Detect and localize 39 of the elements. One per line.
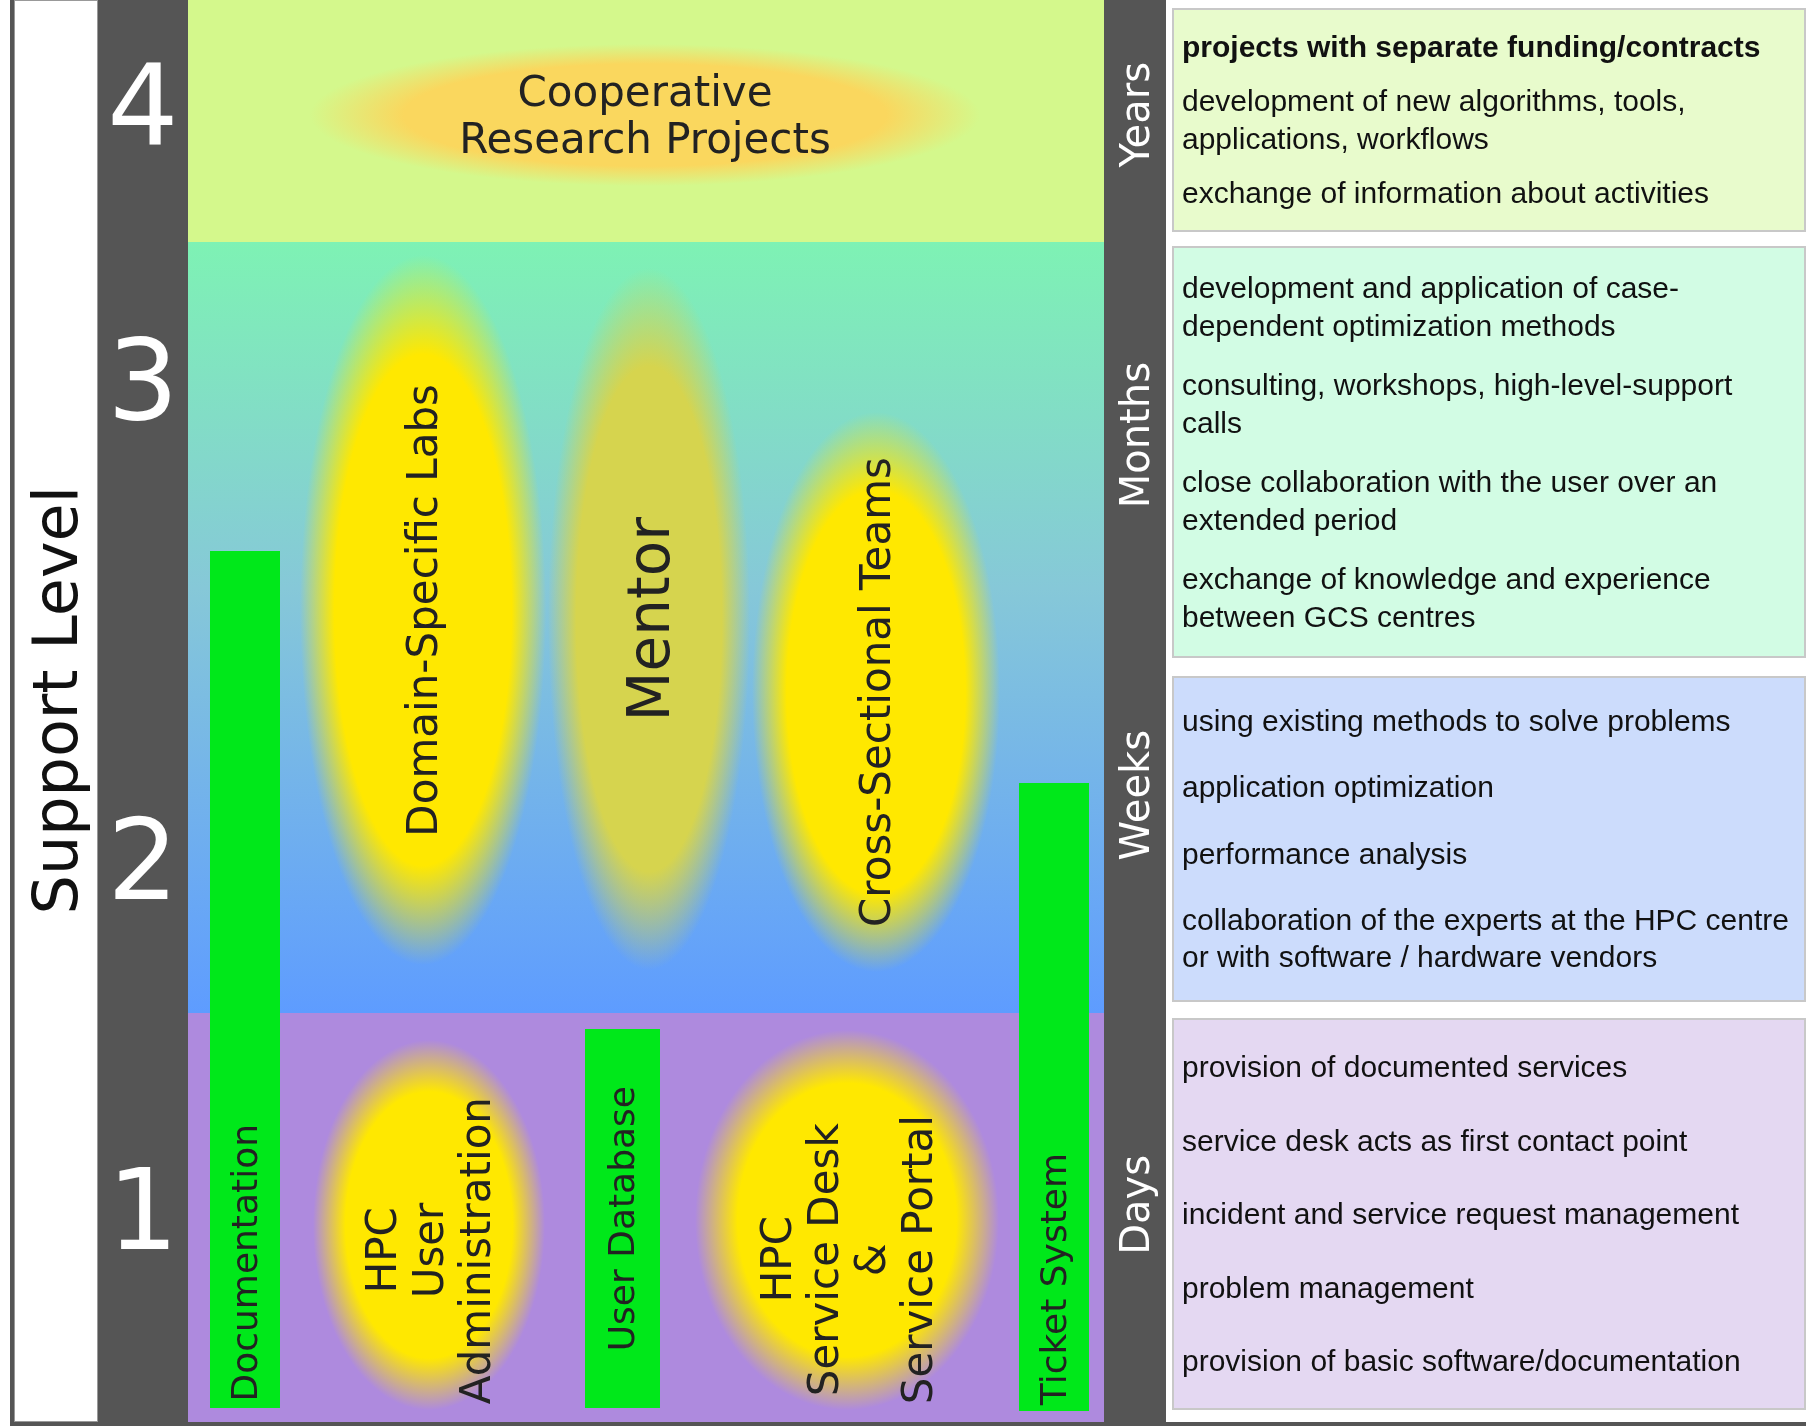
time-label: Weeks xyxy=(1115,729,1155,861)
bar xyxy=(210,551,280,1408)
text-panel xyxy=(1172,676,1806,1002)
node-label: User Database xyxy=(602,1085,643,1352)
node-label: HPC Service Desk & Service Portal xyxy=(752,1114,942,1404)
bar xyxy=(1019,783,1089,1411)
time-label: Months xyxy=(1115,361,1155,509)
level-number: 4 xyxy=(107,49,179,161)
panel-text: close collaboration with the user over an extended period xyxy=(1182,464,1719,538)
text-panel xyxy=(1172,1018,1806,1410)
node-label: Cooperative Research Projects xyxy=(459,67,831,163)
panel-text: application optimization xyxy=(1182,769,1495,806)
node-label: Ticket System xyxy=(1033,1152,1075,1405)
node-label: Documentation xyxy=(224,1124,266,1402)
panel-text: provision of basic software/documentation xyxy=(1182,1343,1742,1380)
panel-text: performance analysis xyxy=(1182,835,1469,872)
node-label: Cross-Sectional Teams xyxy=(852,457,900,927)
text-panel xyxy=(1172,8,1806,232)
text-panel xyxy=(1172,246,1806,658)
level-number: 3 xyxy=(107,324,179,436)
node-label: Mentor xyxy=(616,516,682,722)
panel-text: provision of documented services xyxy=(1182,1049,1629,1086)
panel-text: problem management xyxy=(1182,1269,1475,1306)
panel-text: incident and service request management xyxy=(1182,1196,1740,1233)
panel-text: consulting, workshops, high-level-support calls xyxy=(1182,367,1734,441)
level-number: 2 xyxy=(107,804,179,916)
node-label: Domain-Specific Labs xyxy=(399,383,447,837)
panel-text: exchange of information about activities xyxy=(1182,175,1710,212)
panel-text: using existing methods to solve problems xyxy=(1182,703,1732,740)
panel-text: development and application of case-dependent optimization methods xyxy=(1182,270,1680,344)
node-label: HPC User Administration xyxy=(358,1096,500,1404)
panel-text: development of new algorithms, tools, applications, workflows xyxy=(1182,83,1687,157)
panel-text: collaboration of the experts at the HPC centre or with software / hardware vendors xyxy=(1182,901,1790,976)
panel-text: service desk acts as first contact point xyxy=(1182,1122,1689,1159)
panel-text: exchange of knowledge and experience between GCS centres xyxy=(1182,561,1712,635)
time-label: Years xyxy=(1115,62,1155,168)
panel-heading: projects with separate funding/contracts xyxy=(1182,29,1762,66)
level-number: 1 xyxy=(107,1154,179,1266)
bar xyxy=(585,1029,660,1408)
